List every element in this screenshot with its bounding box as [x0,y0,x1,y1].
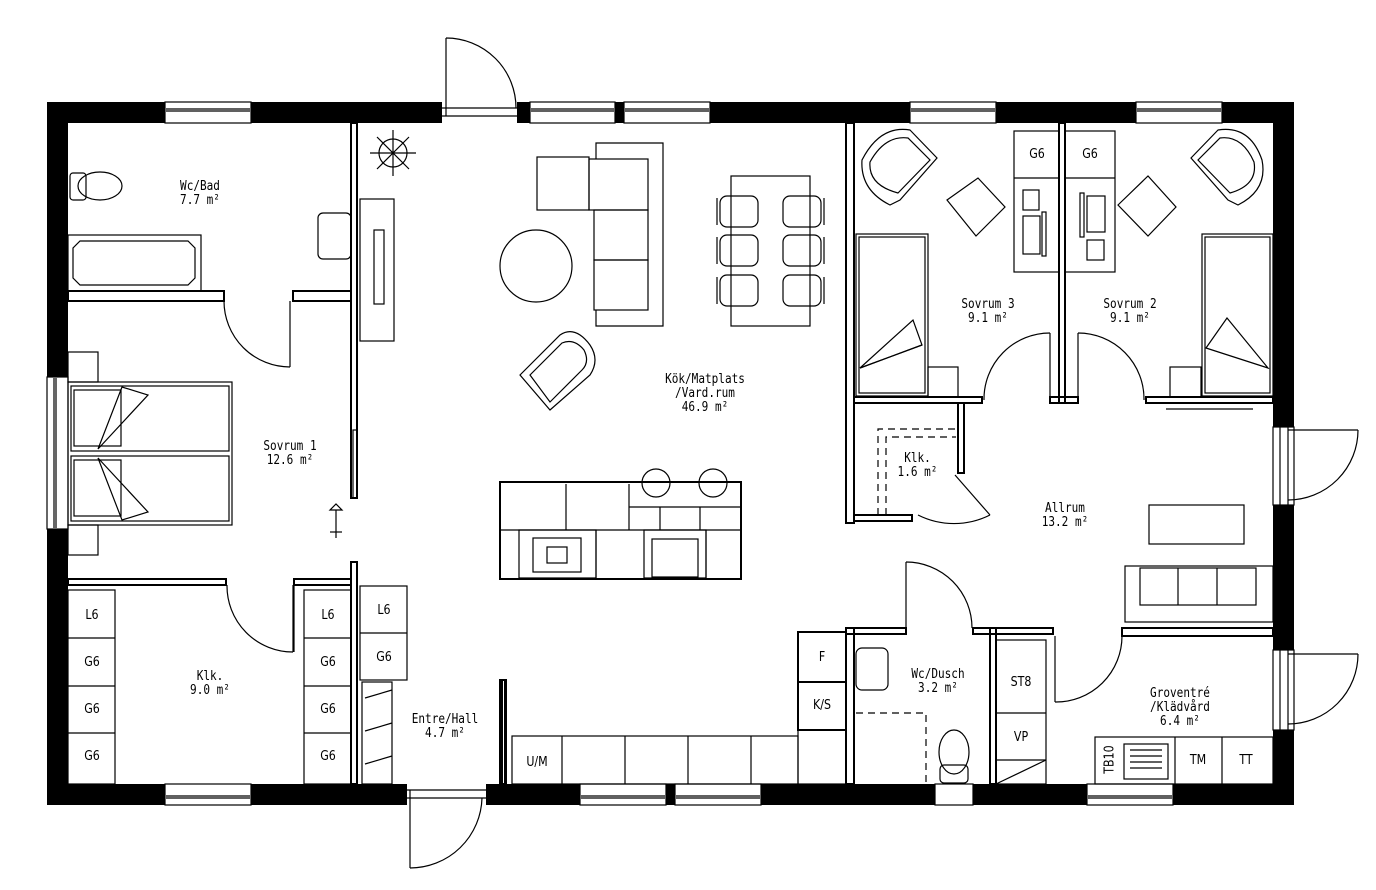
storage-code: G6 [376,650,392,665]
storage-code: TB10 [1102,745,1118,774]
room-allrum: Allrum 13.2 m² [1035,502,1095,530]
storage-code: G6 [84,702,100,717]
outer-walls [46,101,1295,806]
storage-code: G6 [84,655,100,670]
room-entre-hall: Entre/Hall 4.7 m² [407,713,484,741]
room-name: Wc/Dusch [911,667,965,682]
room-groventre: Groventré /Klädvård 6.4 m² [1142,687,1219,729]
storage-code: L6 [321,608,335,623]
storage-code: K/S [812,698,831,713]
room-area: 9.1 m² [1110,311,1150,326]
storage-code: G6 [1082,147,1098,162]
exterior-doors [407,37,1359,869]
room-sovrum-1: Sovrum 1 12.6 m² [256,440,324,468]
room-sovrum-3: Sovrum 3 9.1 m² [954,298,1022,326]
interior-doors [223,300,1145,703]
room-name: Sovrum 2 [1103,297,1157,312]
room-area: 3.2 m² [918,681,958,696]
room-wc-dusch: Wc/Dusch 3.2 m² [904,668,972,696]
room-sovrum-2: Sovrum 2 9.1 m² [1096,298,1164,326]
storage-code: VP [1013,730,1029,745]
room-area: 7.7 m² [180,193,220,208]
room-wc-bad: Wc/Bad 7.7 m² [175,180,226,208]
storage-code: F [818,650,826,665]
plant-icon [370,130,416,176]
room-area: 9.1 m² [968,311,1008,326]
storage-code: G6 [84,749,100,764]
room-area: 13.2 m² [1041,515,1089,530]
storage-code: TT [1239,753,1253,768]
storage-code: L6 [85,608,99,623]
storage-code: TM [1189,753,1207,768]
room-name: Allrum [1045,501,1085,516]
room-klk-2: Klk. 1.6 m² [894,452,941,480]
storage-code: U/M [526,755,548,770]
interior-walls [67,122,1274,785]
room-name: Wc/Bad [180,179,220,194]
room-name-2: /Klädvård [1150,700,1210,715]
room-name-2: /Vard.rum [675,386,735,401]
room-area: 9.0 m² [190,683,230,698]
room-klk-1: Klk. 9.0 m² [185,670,236,698]
furniture [67,128,1274,785]
storage-code: G6 [320,702,336,717]
room-name: Klk. [196,669,224,684]
storage-code: G6 [1029,147,1045,162]
room-name: Groventré [1150,686,1210,701]
storage-code: G6 [320,749,336,764]
room-name: Sovrum 1 [263,439,317,454]
room-name: Kök/Matplats [665,372,745,387]
storage-code: L6 [377,603,391,618]
room-kok: Kök/Matplats /Vard.rum 46.9 m² [658,373,752,415]
room-name: Sovrum 3 [961,297,1015,312]
room-name: Entre/Hall [411,712,479,727]
room-name: Klk. [904,451,931,466]
room-area: 1.6 m² [897,465,938,480]
storage-code: ST8 [1010,675,1032,690]
room-area: 12.6 m² [266,453,314,468]
room-area: 4.7 m² [425,726,465,741]
storage-code: G6 [320,655,336,670]
room-area: 6.4 m² [1160,714,1200,729]
room-area: 46.9 m² [681,400,729,415]
